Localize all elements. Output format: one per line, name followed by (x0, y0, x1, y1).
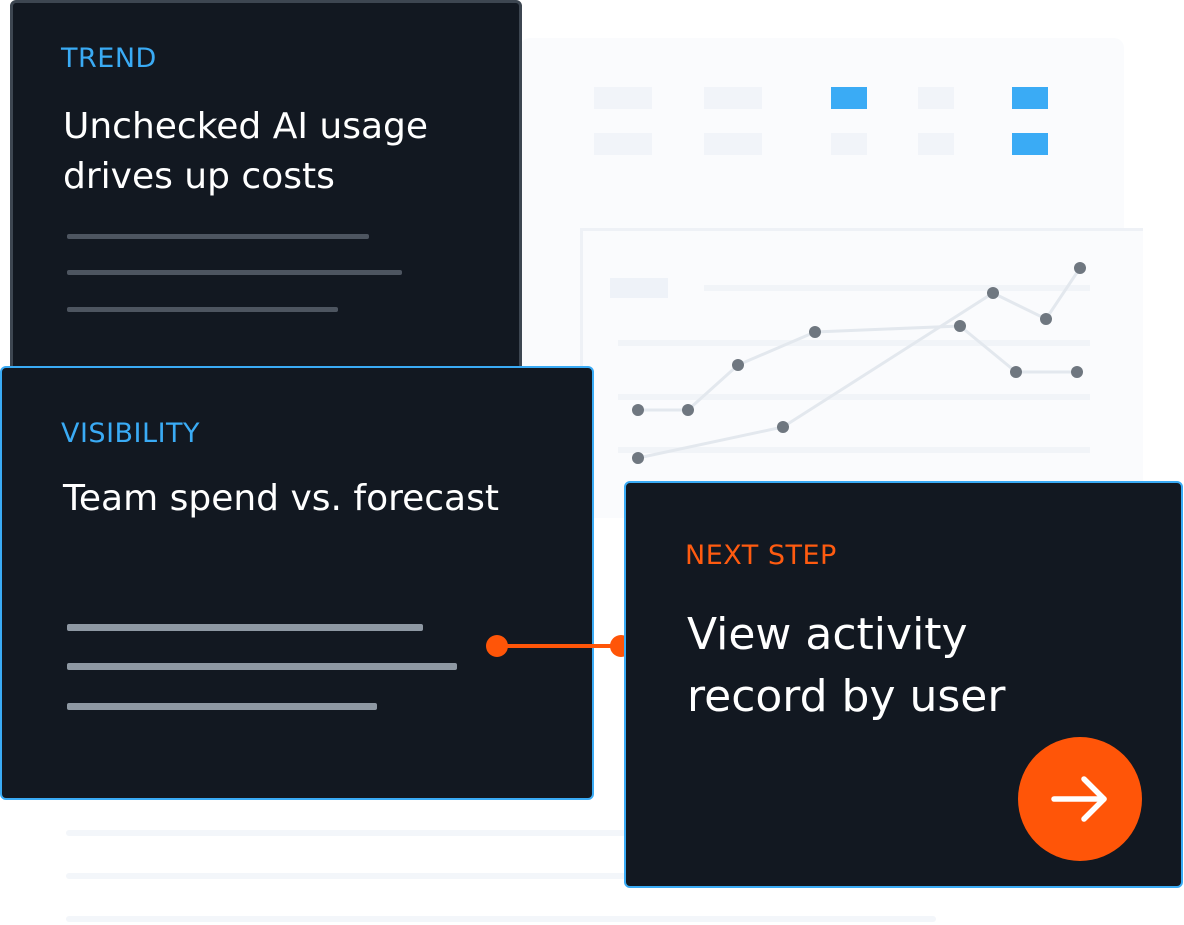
trend-heading: Unchecked AI usage drives up costs (63, 102, 428, 202)
bg-placeholder-block (918, 87, 954, 109)
next-step-heading: View activity record by user (687, 604, 1005, 728)
bg-placeholder-block (918, 133, 954, 155)
bg-chart-point (1071, 366, 1083, 378)
connector-dot (486, 635, 508, 657)
bg-chart-point (1040, 313, 1052, 325)
bg-placeholder-line (66, 873, 626, 879)
bg-chart-point (1010, 366, 1022, 378)
bg-chart-point (809, 326, 821, 338)
bg-placeholder-line (66, 830, 626, 836)
bg-accent-block (831, 87, 867, 109)
bg-chart-gridline (704, 285, 1090, 291)
bg-chart-point (682, 404, 694, 416)
bg-placeholder-block (594, 87, 652, 109)
bg-chart-point (1074, 262, 1086, 274)
trend-card: TREND Unchecked AI usage drives up costs (10, 0, 522, 382)
bg-chart-point (732, 359, 744, 371)
bg-chart-point (632, 404, 644, 416)
bg-placeholder-block (831, 133, 867, 155)
trend-heading-line: drives up costs (63, 156, 335, 197)
placeholder-line (67, 307, 338, 312)
bg-chart-point (954, 320, 966, 332)
placeholder-line (67, 663, 457, 670)
bg-chart-point (632, 452, 644, 464)
bg-chart-legend-block (610, 278, 668, 298)
next-step-eyebrow: NEXT STEP (685, 540, 837, 571)
placeholder-line (67, 624, 423, 631)
next-step-heading-line: record by user (687, 671, 1006, 722)
visibility-heading: Team spend vs. forecast (63, 478, 499, 519)
bg-accent-block (1012, 87, 1048, 109)
bg-placeholder-block (594, 133, 652, 155)
bg-placeholder-block (704, 133, 762, 155)
visibility-eyebrow: VISIBILITY (61, 418, 201, 449)
trend-eyebrow: TREND (61, 43, 157, 74)
bg-accent-block (1012, 133, 1048, 155)
bg-placeholder-block (704, 87, 762, 109)
next-arrow-button[interactable] (1018, 737, 1142, 861)
placeholder-line (67, 703, 377, 710)
bg-chart-point (987, 287, 999, 299)
placeholder-line (67, 234, 369, 239)
next-step-heading-line: View activity (687, 609, 968, 660)
bg-chart-point (777, 421, 789, 433)
visibility-card: VISIBILITY Team spend vs. forecast (0, 366, 594, 800)
arrow-right-icon (1051, 776, 1107, 822)
trend-heading-line: Unchecked AI usage (63, 106, 429, 147)
bg-chart-gridline (618, 447, 1090, 453)
bg-chart-gridline (618, 340, 1090, 346)
bg-chart-gridline (618, 394, 1090, 400)
bg-placeholder-line (66, 916, 936, 922)
placeholder-line (67, 270, 402, 275)
